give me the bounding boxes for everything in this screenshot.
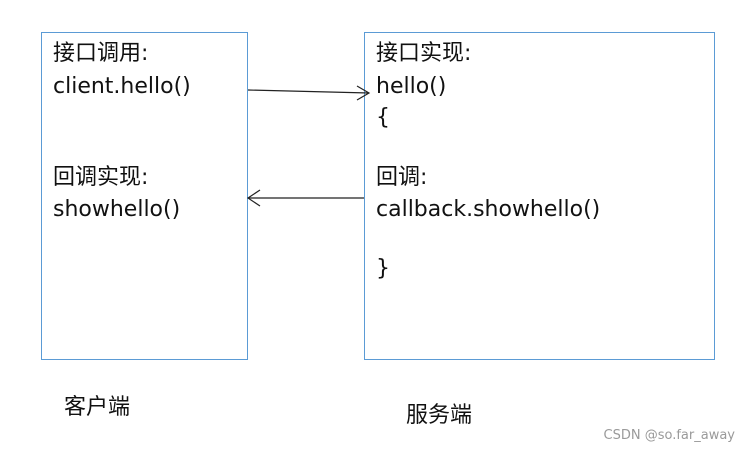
server-open-brace: {: [376, 105, 390, 130]
client-showhello-method: showhello(): [53, 197, 181, 222]
client-box: [41, 32, 248, 360]
request-arrow: [247, 85, 371, 101]
server-caption: 服务端: [406, 403, 473, 428]
callback-arrow: [246, 189, 364, 207]
client-callback-impl-heading: 回调实现:: [53, 165, 149, 190]
server-box: [364, 32, 715, 360]
client-interface-call-heading: 接口调用:: [53, 41, 149, 66]
client-caption: 客户端: [64, 395, 131, 420]
server-interface-impl-heading: 接口实现:: [376, 41, 472, 66]
server-close-brace: }: [376, 256, 390, 281]
server-callback-showhello-call: callback.showhello(): [376, 197, 601, 222]
csdn-watermark: CSDN @so.far_away: [603, 428, 735, 443]
server-hello-method: hello(): [376, 74, 447, 99]
server-callback-heading: 回调:: [376, 165, 428, 190]
client-hello-call: client.hello(): [53, 74, 191, 99]
